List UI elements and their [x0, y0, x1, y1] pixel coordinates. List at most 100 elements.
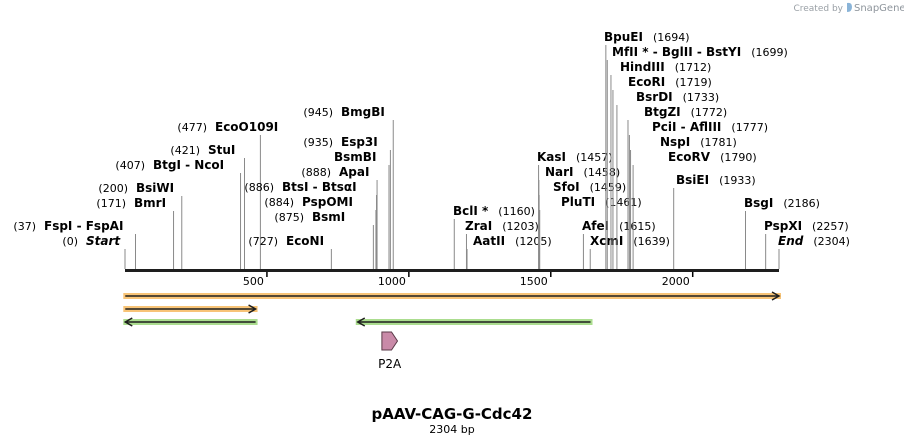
site-name: PluTI	[561, 195, 595, 209]
site-name: EcoO109I	[215, 120, 278, 134]
site-position: (1461)	[605, 196, 642, 209]
site-hindiii[interactable]: HindIII (1712)	[610, 60, 712, 269]
site-position: (1933)	[719, 174, 756, 187]
site-aatii[interactable]: AatII(1205)	[466, 234, 552, 269]
site-bsrdi[interactable]: BsrDI(1733)	[616, 90, 719, 269]
site-name: ApaI	[339, 165, 369, 179]
site-position: (171)	[96, 197, 126, 210]
site-name: EcoNI	[286, 234, 324, 248]
site-name: HindIII	[620, 60, 665, 74]
site-position: (2257)	[812, 220, 849, 233]
site-name: End	[778, 234, 804, 248]
site-position: (1777)	[731, 121, 768, 134]
site-bsiwi[interactable]: BsiWI(200)	[98, 181, 183, 269]
site-position: (888)	[301, 166, 331, 179]
site-fspi-fspai[interactable]: FspI - FspAI (37)	[13, 219, 137, 269]
orf-forward-arrow[interactable]	[123, 291, 781, 301]
credit-brand: SnapGene	[854, 3, 904, 14]
site-btsi-bts-i[interactable]: BtsI - BtsαI(886)	[244, 180, 377, 269]
orf-forward-arrow[interactable]	[123, 304, 258, 314]
site-pspxi[interactable]: PspXI(2257)	[764, 219, 849, 269]
site-pluti[interactable]: PluTI (1461)	[539, 195, 642, 269]
site-name: EcoRV	[668, 150, 711, 164]
site-position: (935)	[303, 136, 333, 149]
site-ecoo109i[interactable]: EcoO109I(477)	[177, 120, 278, 269]
site-name: Esp3I	[341, 135, 378, 149]
site-position: (945)	[303, 106, 333, 119]
site-position: (37)	[13, 220, 36, 233]
map-caption: pAAV-CAG-G-Cdc42 2304 bp	[372, 405, 533, 436]
site-xcmi[interactable]: XcmI(1639)	[589, 234, 670, 269]
site-apai[interactable]: ApaI (888)	[301, 165, 378, 269]
site-name: AatII	[473, 234, 505, 248]
site-ecori[interactable]: EcoRI(1719)	[612, 75, 712, 269]
site-position: (1160)	[498, 205, 535, 218]
orf-reverse-arrow[interactable]	[123, 317, 258, 327]
arrowhead-icon	[123, 317, 133, 327]
site-name: MfII * - BglII - BstYI	[612, 45, 741, 59]
site-name: BsmI	[312, 210, 345, 224]
site-name: StuI	[208, 143, 235, 157]
site-name: AfeI	[582, 219, 609, 233]
site-position: (1712)	[675, 61, 712, 74]
site-position: (1639)	[633, 235, 670, 248]
site-bmgbi[interactable]: BmgBI(945)	[303, 105, 394, 269]
site-name: ZraI	[465, 219, 492, 233]
site-ecorv[interactable]: EcoRV(1790)	[632, 150, 757, 269]
feature-p2a[interactable]: P2A	[378, 331, 402, 371]
site-start[interactable]: Start(0)	[62, 234, 126, 269]
site-bcli[interactable]: BclI * (1160)	[453, 204, 535, 269]
site-btgi-ncoi[interactable]: BtgI - NcoI (407)	[115, 158, 242, 269]
site-position: (1203)	[502, 220, 539, 233]
map-length: 2304 bp	[429, 423, 474, 436]
site-bsmbi[interactable]: BsmBI	[334, 150, 390, 269]
site-name: BtgI - NcoI	[153, 158, 224, 172]
site-name: BtgZI	[644, 105, 681, 119]
site-end[interactable]: End (2304)	[778, 234, 850, 269]
arrowhead-icon	[248, 304, 258, 314]
site-name: BmrI	[134, 196, 166, 210]
snapgene-logo-icon	[847, 2, 852, 13]
site-position: (407)	[115, 159, 145, 172]
site-name: BsrDI	[636, 90, 673, 104]
site-bmri[interactable]: BmrI (171)	[96, 196, 175, 269]
site-zrai[interactable]: ZraI (1203)	[465, 219, 539, 269]
site-bsgi[interactable]: BsgI (2186)	[744, 196, 820, 269]
site-esp3i[interactable]: Esp3I (935)	[303, 135, 391, 269]
site-name: BsgI	[744, 196, 773, 210]
ruler-tick-label: 1500	[520, 275, 548, 288]
site-position: (884)	[264, 196, 294, 209]
site-bsmi[interactable]: BsmI(875)	[274, 210, 374, 269]
backbone	[125, 269, 779, 272]
site-name: EcoRI	[628, 75, 665, 89]
site-stui[interactable]: StuI (421)	[170, 143, 246, 269]
site-name: BtsI - BtsαI	[282, 180, 357, 194]
site-pspomi[interactable]: PspOMI (884)	[264, 195, 377, 269]
ruler-tick-label: 1000	[378, 275, 406, 288]
site-name: BclI *	[453, 204, 489, 218]
site-position: (1781)	[700, 136, 737, 149]
ruler-tick-label: 2000	[662, 275, 690, 288]
site-position: (0)	[62, 235, 78, 248]
site-position: (200)	[98, 182, 128, 195]
backbone-line	[125, 269, 779, 272]
site-name: FspI - FspAI	[44, 219, 123, 233]
site-pcii-afliii[interactable]: PciI - AflIII(1777)	[628, 120, 768, 269]
site-btgzi[interactable]: BtgZI(1772)	[627, 105, 727, 269]
site-position: (2304)	[813, 235, 850, 248]
site-mfii-bglii-bstyi[interactable]: MfII * - BglII - BstYI(1699)	[606, 45, 788, 269]
feature-label: P2A	[378, 357, 402, 371]
site-nspi[interactable]: NspI(1781)	[630, 135, 737, 269]
orf-reverse-arrow[interactable]	[355, 317, 593, 327]
site-bpuei[interactable]: BpuEI(1694)	[604, 30, 690, 269]
site-name: SfoI	[553, 180, 580, 194]
site-position: (1457)	[576, 151, 613, 164]
site-position: (2186)	[783, 197, 820, 210]
site-position: (421)	[170, 144, 200, 157]
site-name: NarI	[545, 165, 574, 179]
site-bsiei[interactable]: BsiEI(1933)	[673, 173, 756, 269]
site-name: BpuEI	[604, 30, 643, 44]
site-econi[interactable]: EcoNI(727)	[248, 234, 332, 269]
site-name: PspOMI	[302, 195, 353, 209]
